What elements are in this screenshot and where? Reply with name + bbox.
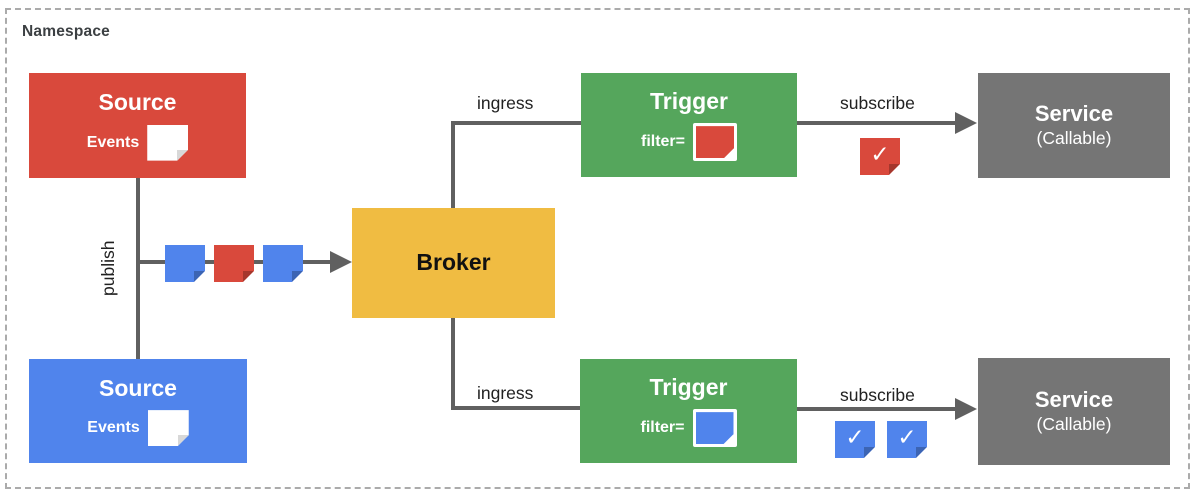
service-top-subtitle: (Callable): [1036, 128, 1112, 149]
note-fold: [292, 271, 303, 282]
check-note-icon-red: ✓: [860, 138, 900, 175]
note-fold: [864, 447, 875, 458]
note-fold: [178, 435, 189, 446]
trigger-bottom-filter-label: filter=: [640, 419, 685, 437]
event-note-icon-red: [214, 245, 254, 282]
note-fold: [177, 150, 188, 161]
publish-label: publish: [98, 240, 118, 296]
namespace-label: Namespace: [22, 23, 110, 40]
subscribe-label-bottom: subscribe: [840, 385, 915, 405]
checkmark-icon: ✓: [897, 424, 917, 450]
trigger-top-filter-row: filter=: [640, 123, 737, 162]
filter-note-icon-blue: [692, 409, 737, 448]
source-red-box: Source Events: [29, 73, 246, 178]
source-blue-box: Source Events: [29, 359, 247, 463]
service-top-box: Service (Callable): [978, 73, 1170, 178]
source-red-title: Source: [98, 89, 177, 116]
ingress-label-bottom: ingress: [477, 383, 534, 403]
source-red-events-label: Events: [86, 133, 140, 151]
trigger-bottom-filter-row: filter=: [640, 409, 737, 448]
check-note-icon-blue-2: ✓: [887, 421, 927, 458]
events-note-icon-white: [147, 125, 188, 161]
source-blue-events-row: Events: [87, 410, 188, 446]
service-bottom-subtitle: (Callable): [1036, 414, 1112, 435]
namespace-boundary: [5, 8, 1190, 489]
note-fold: [194, 271, 205, 282]
broker-box: Broker: [352, 208, 555, 318]
filter-note-icon-red: [693, 123, 737, 162]
broker-up-line: [451, 121, 455, 208]
check-note-icon-blue-1: ✓: [835, 421, 875, 458]
trigger-top-title: Trigger: [650, 87, 728, 114]
event-note-icon-blue-2: [263, 245, 303, 282]
events-note-icon-white: [148, 410, 189, 446]
broker-down-line: [451, 318, 455, 410]
filter-note-fill: [696, 412, 734, 444]
ingress-top-line: [451, 121, 581, 125]
trigger-bottom-title: Trigger: [649, 373, 728, 400]
checkmark-icon: ✓: [870, 141, 890, 167]
note-fold: [889, 164, 900, 175]
service-bottom-box: Service (Callable): [978, 358, 1170, 465]
service-top-title: Service: [1034, 100, 1114, 126]
subscribe-bottom-line: [797, 407, 957, 411]
ingress-bottom-line: [451, 406, 580, 410]
source-blue-events-label: Events: [87, 419, 140, 437]
note-fold: [243, 271, 254, 282]
trigger-top-filter-label: filter=: [640, 133, 685, 151]
subscribe-top-arrow-icon: [955, 112, 977, 134]
ingress-label-top: ingress: [477, 93, 534, 113]
note-fold: [916, 447, 927, 458]
publish-arrow-icon: [330, 251, 352, 273]
subscribe-bottom-arrow-icon: [955, 398, 977, 420]
source-blue-title: Source: [99, 374, 177, 401]
trigger-bottom-box: Trigger filter=: [580, 359, 797, 463]
trigger-top-box: Trigger filter=: [581, 73, 797, 177]
source-red-events-row: Events: [87, 125, 188, 161]
source-to-source-line: [136, 178, 140, 359]
event-note-icon-blue-1: [165, 245, 205, 282]
subscribe-top-line: [797, 121, 957, 125]
service-bottom-title: Service: [1034, 386, 1114, 412]
subscribe-label-top: subscribe: [840, 93, 915, 113]
checkmark-icon: ✓: [845, 424, 865, 450]
broker-title: Broker: [416, 249, 491, 276]
filter-note-fill: [696, 126, 734, 158]
